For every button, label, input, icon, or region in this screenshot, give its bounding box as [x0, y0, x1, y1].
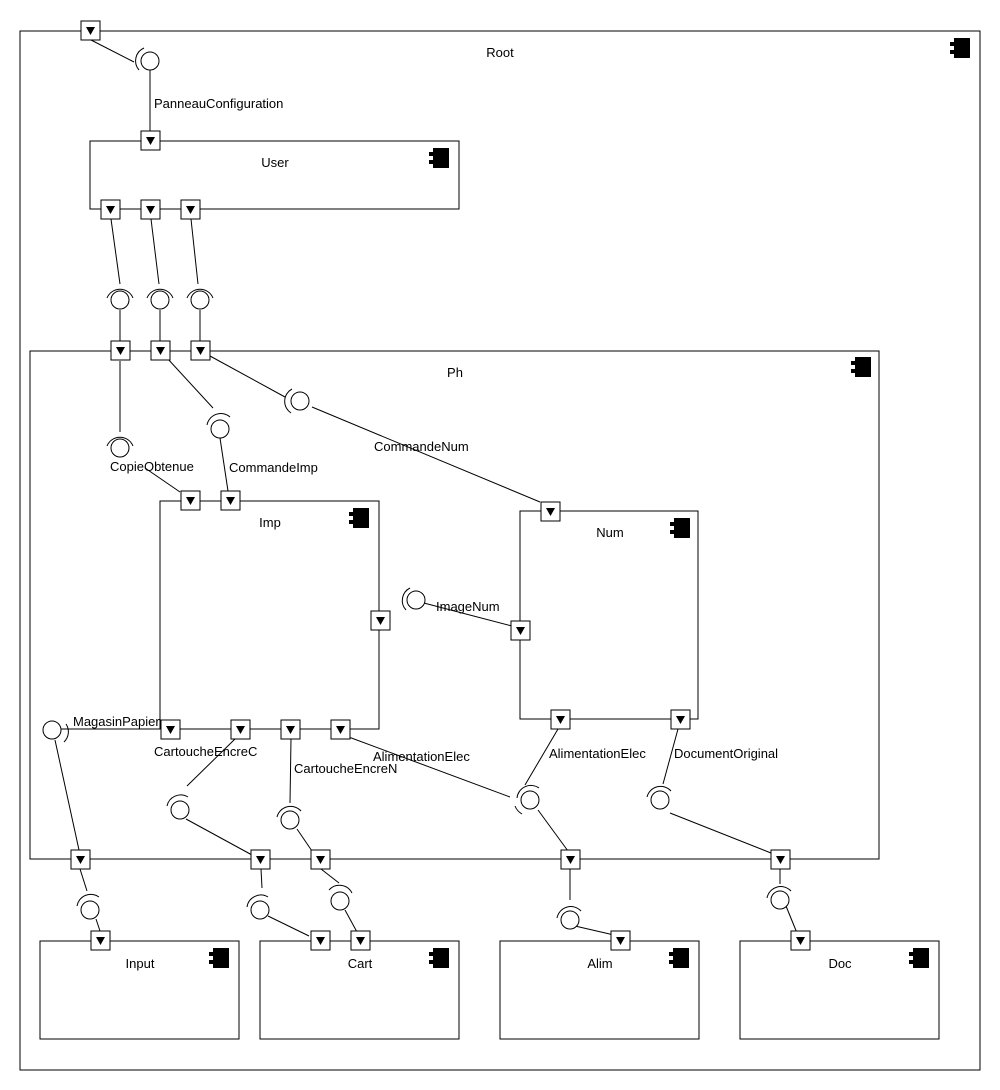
interface-ball	[560, 910, 580, 930]
component-input[interactable]: Input	[39, 940, 240, 1040]
interface-socket	[401, 587, 411, 611]
interface-ball	[210, 419, 230, 439]
port	[100, 199, 121, 220]
interface-socket	[766, 886, 792, 899]
label-alimentation-elec-imp: AlimentationElec	[373, 749, 470, 764]
interface-ball	[250, 900, 270, 920]
port	[160, 719, 181, 740]
required-interfaces	[63, 47, 792, 919]
port	[670, 709, 691, 730]
component-doc[interactable]: Doc	[739, 940, 940, 1040]
port	[250, 849, 271, 870]
ports	[70, 20, 811, 951]
component-cart-label: Cart	[348, 956, 373, 971]
label-cartouche-encre-c: CartoucheEncreC	[154, 744, 257, 759]
port	[310, 849, 331, 870]
component-alim-label: Alim	[587, 956, 612, 971]
port	[770, 849, 791, 870]
port	[540, 501, 561, 522]
connectors	[54, 39, 798, 937]
component-root-label: Root	[486, 45, 514, 60]
label-alimentation-elec-num: AlimentationElec	[549, 746, 646, 761]
interface-ball	[140, 51, 160, 71]
label-cartouche-encre-n: CartoucheEncreN	[294, 761, 397, 776]
interface-socket	[514, 805, 523, 815]
component-imp-label: Imp	[259, 515, 281, 530]
label-commande-imp: CommandeImp	[229, 460, 318, 475]
interface-socket	[186, 288, 214, 299]
component-alim[interactable]: Alim	[499, 940, 700, 1040]
port	[140, 199, 161, 220]
interface-socket	[135, 47, 145, 71]
port	[790, 930, 811, 951]
port	[350, 930, 371, 951]
component-imp[interactable]: Imp	[159, 500, 380, 730]
component-user-label: User	[261, 155, 289, 170]
port	[110, 340, 131, 361]
interface-ball	[770, 890, 790, 910]
interface-ball	[280, 810, 300, 830]
interface-socket	[516, 784, 540, 799]
interface-ball	[650, 790, 670, 810]
interface-ball	[110, 438, 130, 458]
port	[140, 130, 161, 151]
label-document-original: DocumentOriginal	[674, 746, 778, 761]
component-num[interactable]: Num	[519, 510, 699, 720]
port	[610, 930, 631, 951]
interface-socket	[556, 906, 582, 919]
port	[220, 490, 241, 511]
component-ph-label: Ph	[447, 365, 463, 380]
port	[190, 340, 211, 361]
interface-socket	[76, 893, 100, 907]
port	[230, 719, 251, 740]
interface-socket	[166, 794, 189, 807]
interface-labels: PanneauConfiguration CopieObtenue Comman…	[73, 96, 778, 776]
label-panneau-configuration: PanneauConfiguration	[154, 96, 283, 111]
interface-ball	[42, 720, 62, 740]
port	[80, 20, 101, 41]
port	[510, 620, 531, 641]
port	[180, 490, 201, 511]
interface-socket	[146, 288, 174, 299]
label-image-num: ImageNum	[436, 599, 500, 614]
component-doc-label: Doc	[828, 956, 852, 971]
component-cart[interactable]: Cart	[259, 940, 460, 1040]
port	[310, 930, 331, 951]
provided-interfaces	[42, 51, 790, 930]
component-input-label: Input	[126, 956, 155, 971]
interface-socket	[246, 894, 269, 908]
label-magasin-papier: MagasinPapier	[73, 714, 160, 729]
component-num-label: Num	[596, 525, 623, 540]
component-user[interactable]: User	[89, 140, 460, 210]
label-copie-obtenue: CopieObtenue	[110, 459, 194, 474]
port	[560, 849, 581, 870]
port	[370, 610, 391, 631]
interface-ball	[330, 891, 350, 911]
interface-ball	[80, 900, 100, 920]
interface-socket	[646, 785, 672, 798]
interface-socket	[276, 805, 302, 818]
interface-ball	[170, 800, 190, 820]
label-commande-num: CommandeNum	[374, 439, 469, 454]
port	[330, 719, 351, 740]
interface-ball	[110, 290, 130, 310]
interface-ball	[520, 790, 540, 810]
port	[550, 709, 571, 730]
port	[180, 199, 201, 220]
port	[90, 930, 111, 951]
interface-socket	[63, 723, 69, 743]
interface-socket	[328, 884, 353, 894]
interface-socket	[106, 436, 134, 447]
port	[150, 340, 171, 361]
port	[70, 849, 91, 870]
interface-ball	[406, 590, 426, 610]
interface-ball	[190, 290, 210, 310]
port	[280, 719, 301, 740]
interface-ball	[150, 290, 170, 310]
interface-socket	[206, 413, 231, 426]
interface-socket	[284, 388, 293, 414]
interface-ball	[290, 391, 310, 411]
interface-socket	[106, 288, 134, 299]
